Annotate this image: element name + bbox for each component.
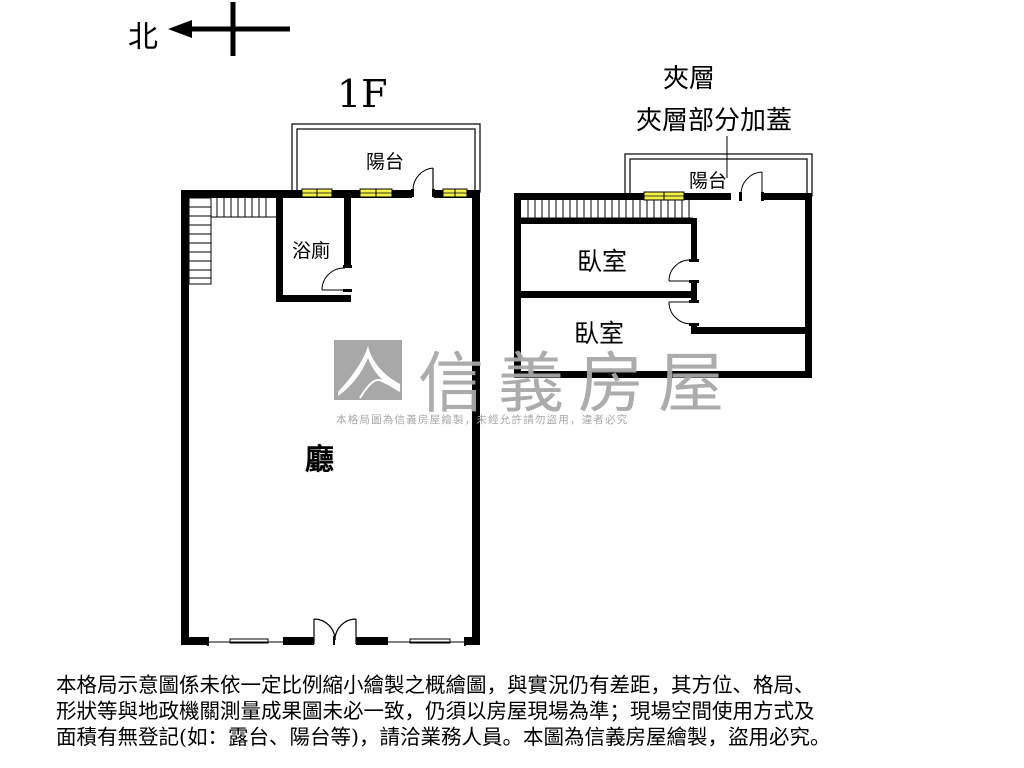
room-label-mezzanine-balcony: 陽台 [689, 170, 728, 192]
sliding-window-icon [207, 637, 466, 646]
room-label-1f-balcony: 陽台 [366, 151, 405, 173]
window-icon [301, 188, 333, 198]
window-icon [643, 191, 685, 201]
watermark-notice: 本格局圖為信義房屋繪製，未經允許請勿盜用，違者必究 [336, 414, 629, 426]
disclaimer-line: 面積有無登記(如：露台、陽台等)，請洽業務人員。本圖為信義房屋繪製，盜用必究。 [56, 725, 831, 749]
door-icon [321, 265, 352, 292]
disclaimer-text: 本格局示意圖係未依一定比例縮小繪製之概繪圖，與實況仍有差距，其方位、格局、 形狀… [56, 672, 976, 750]
door-icon [668, 300, 699, 326]
watermark-brand: 信義房屋 [418, 345, 738, 422]
disclaimer-line: 本格局示意圖係未依一定比例縮小繪製之概繪圖，與實況仍有差距，其方位、格局、 [56, 673, 815, 697]
mezzanine-title: 夾層 [663, 64, 716, 94]
double-door-icon [313, 618, 357, 645]
floor-1f-plan [181, 123, 481, 646]
room-label-living-room: 廳 [305, 442, 335, 476]
mezzanine-annotation: 夾層部分加蓋 [636, 106, 793, 136]
door-icon [668, 259, 699, 283]
floor-1f-title: 1F [337, 72, 388, 116]
compass-arrow-icon [168, 2, 290, 56]
staircase-icon [188, 197, 276, 285]
window-icon [359, 188, 393, 198]
door-icon [411, 167, 435, 197]
railing-icon [521, 200, 693, 219]
room-label-bedroom-1: 臥室 [577, 247, 628, 276]
mezzanine-plan [514, 136, 813, 378]
door-icon [739, 171, 764, 201]
window-icon [442, 188, 468, 198]
brand-logo-icon [334, 340, 402, 400]
disclaimer-line: 形狀等與地政機關測量成果圖未必一致，仍須以房屋現場為準；現場空間使用方式及 [56, 699, 815, 723]
room-label-bedroom-2: 臥室 [574, 319, 625, 348]
room-label-bathroom: 浴廁 [292, 240, 331, 262]
north-label: 北 [128, 20, 158, 55]
